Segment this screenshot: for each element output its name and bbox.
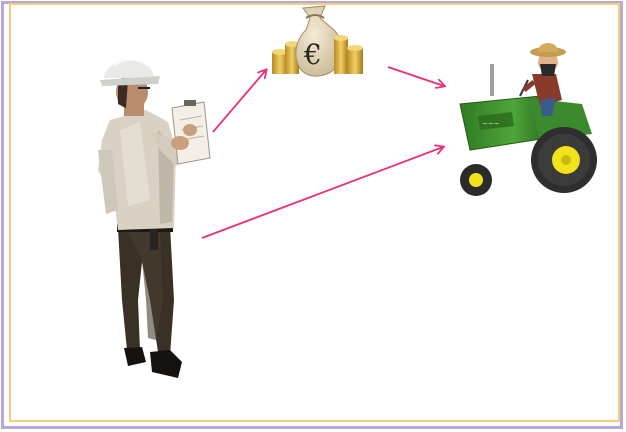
arrows [202,67,444,238]
euro-symbol: € [303,38,322,71]
farmer-on-tractor-icon: ~~~ [460,43,597,196]
coin-stack-right [334,35,363,74]
coin-stack-left [272,41,299,74]
arrow-money-to-farmer [388,67,444,86]
arrow-inspector-to-farmer [202,147,443,238]
tractor-emblem: ~~~ [482,120,500,128]
inspector-with-clipboard-icon [98,59,210,378]
arrow-inspector-to-money [213,70,266,132]
euro-money-bag-icon: € [272,6,363,76]
